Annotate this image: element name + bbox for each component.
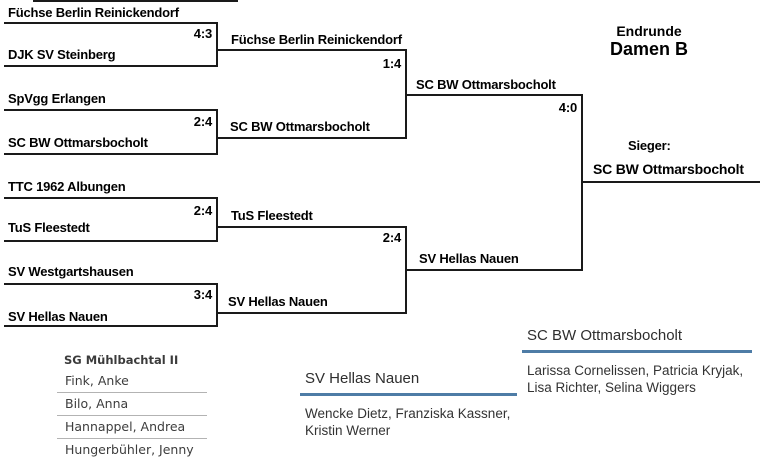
roster-hellas-players-line2: Kristin Werner	[305, 423, 391, 438]
roster-ottmarsbocholt-players-line2: Lisa Richter, Selina Wiggers	[527, 380, 696, 395]
r1m4-team1: SV Westgartshausen	[8, 264, 134, 279]
r1m3-team2: TuS Fleestedt	[8, 220, 90, 235]
roster-muehlbachtal: SG Mühlbachtal II Fink, Anke Bilo, Anna …	[57, 353, 207, 461]
r1m1-score: 4:3	[193, 26, 212, 41]
roster-hellas-underline	[300, 393, 517, 396]
bracket-line	[4, 325, 218, 327]
r1m4-team2: SV Hellas Nauen	[8, 309, 108, 324]
player-row: Hungerbühler, Jenny	[65, 442, 194, 457]
sf2-team1: TuS Fleestedt	[231, 208, 313, 223]
sf1-score: 1:4	[382, 56, 401, 71]
r1m2-team1: SpVgg Erlangen	[8, 91, 106, 106]
sf1-team2: SC BW Ottmarsbocholt	[230, 119, 370, 134]
r1m4-score: 3:4	[193, 287, 212, 302]
sf2-team2: SV Hellas Nauen	[228, 294, 328, 309]
roster-muehlbachtal-team: SG Mühlbachtal II	[64, 353, 179, 367]
event-division-title: Damen B	[609, 39, 689, 59]
bracket-line	[405, 94, 583, 96]
r1m2-team2: SC BW Ottmarsbocholt	[8, 135, 148, 150]
bracket-line	[216, 22, 218, 67]
roster-hellas-team: SV Hellas Nauen	[305, 370, 420, 387]
r1m1-team2: DJK SV Steinberg	[8, 47, 116, 62]
player-row: Fink, Anke	[57, 370, 207, 393]
bracket-line	[216, 49, 407, 51]
roster-ottmarsbocholt-underline	[522, 350, 752, 353]
sf1-team1: Füchse Berlin Reinickendorf	[231, 32, 402, 47]
bracket-line	[216, 109, 218, 155]
r1m2-score: 2:4	[193, 114, 212, 129]
bracket-line	[216, 312, 407, 314]
bracket-line	[4, 22, 218, 24]
bracket-line	[216, 283, 218, 327]
bracket-line	[216, 197, 218, 242]
bracket-line	[4, 153, 218, 155]
bracket-line	[216, 226, 407, 228]
bracket-line	[4, 197, 218, 199]
bracket-line	[4, 283, 218, 285]
final-score: 4:0	[558, 100, 577, 115]
bracket-line	[405, 269, 583, 271]
top-crop-line	[33, 0, 238, 2]
bracket-line	[4, 65, 218, 67]
roster-ottmarsbocholt-team: SC BW Ottmarsbocholt	[527, 327, 683, 344]
winner-line	[581, 181, 760, 183]
r1m3-team1: TTC 1962 Albungen	[8, 179, 126, 194]
roster-hellas-players-line1: Wencke Dietz, Franziska Kassner,	[305, 406, 511, 421]
winner-label: Sieger:	[628, 138, 671, 153]
bracket-line	[216, 137, 407, 139]
final-team1: SC BW Ottmarsbocholt	[416, 77, 556, 92]
player-row: Hannappel, Andrea	[57, 416, 207, 439]
event-round-title: Endrunde	[616, 23, 682, 39]
r1m3-score: 2:4	[193, 203, 212, 218]
final-team2: SV Hellas Nauen	[419, 251, 519, 266]
bracket-line	[4, 240, 218, 242]
roster-muehlbachtal-list: Fink, Anke Bilo, Anna Hannappel, Andrea …	[57, 370, 207, 461]
r1m1-team1: Füchse Berlin Reinickendorf	[8, 5, 179, 20]
bracket-line	[4, 109, 218, 111]
player-row: Bilo, Anna	[57, 393, 207, 416]
winner-name: SC BW Ottmarsbocholt	[593, 161, 744, 177]
sf2-score: 2:4	[382, 230, 401, 245]
roster-ottmarsbocholt-players-line1: Larissa Cornelissen, Patricia Kryjak,	[527, 363, 744, 378]
